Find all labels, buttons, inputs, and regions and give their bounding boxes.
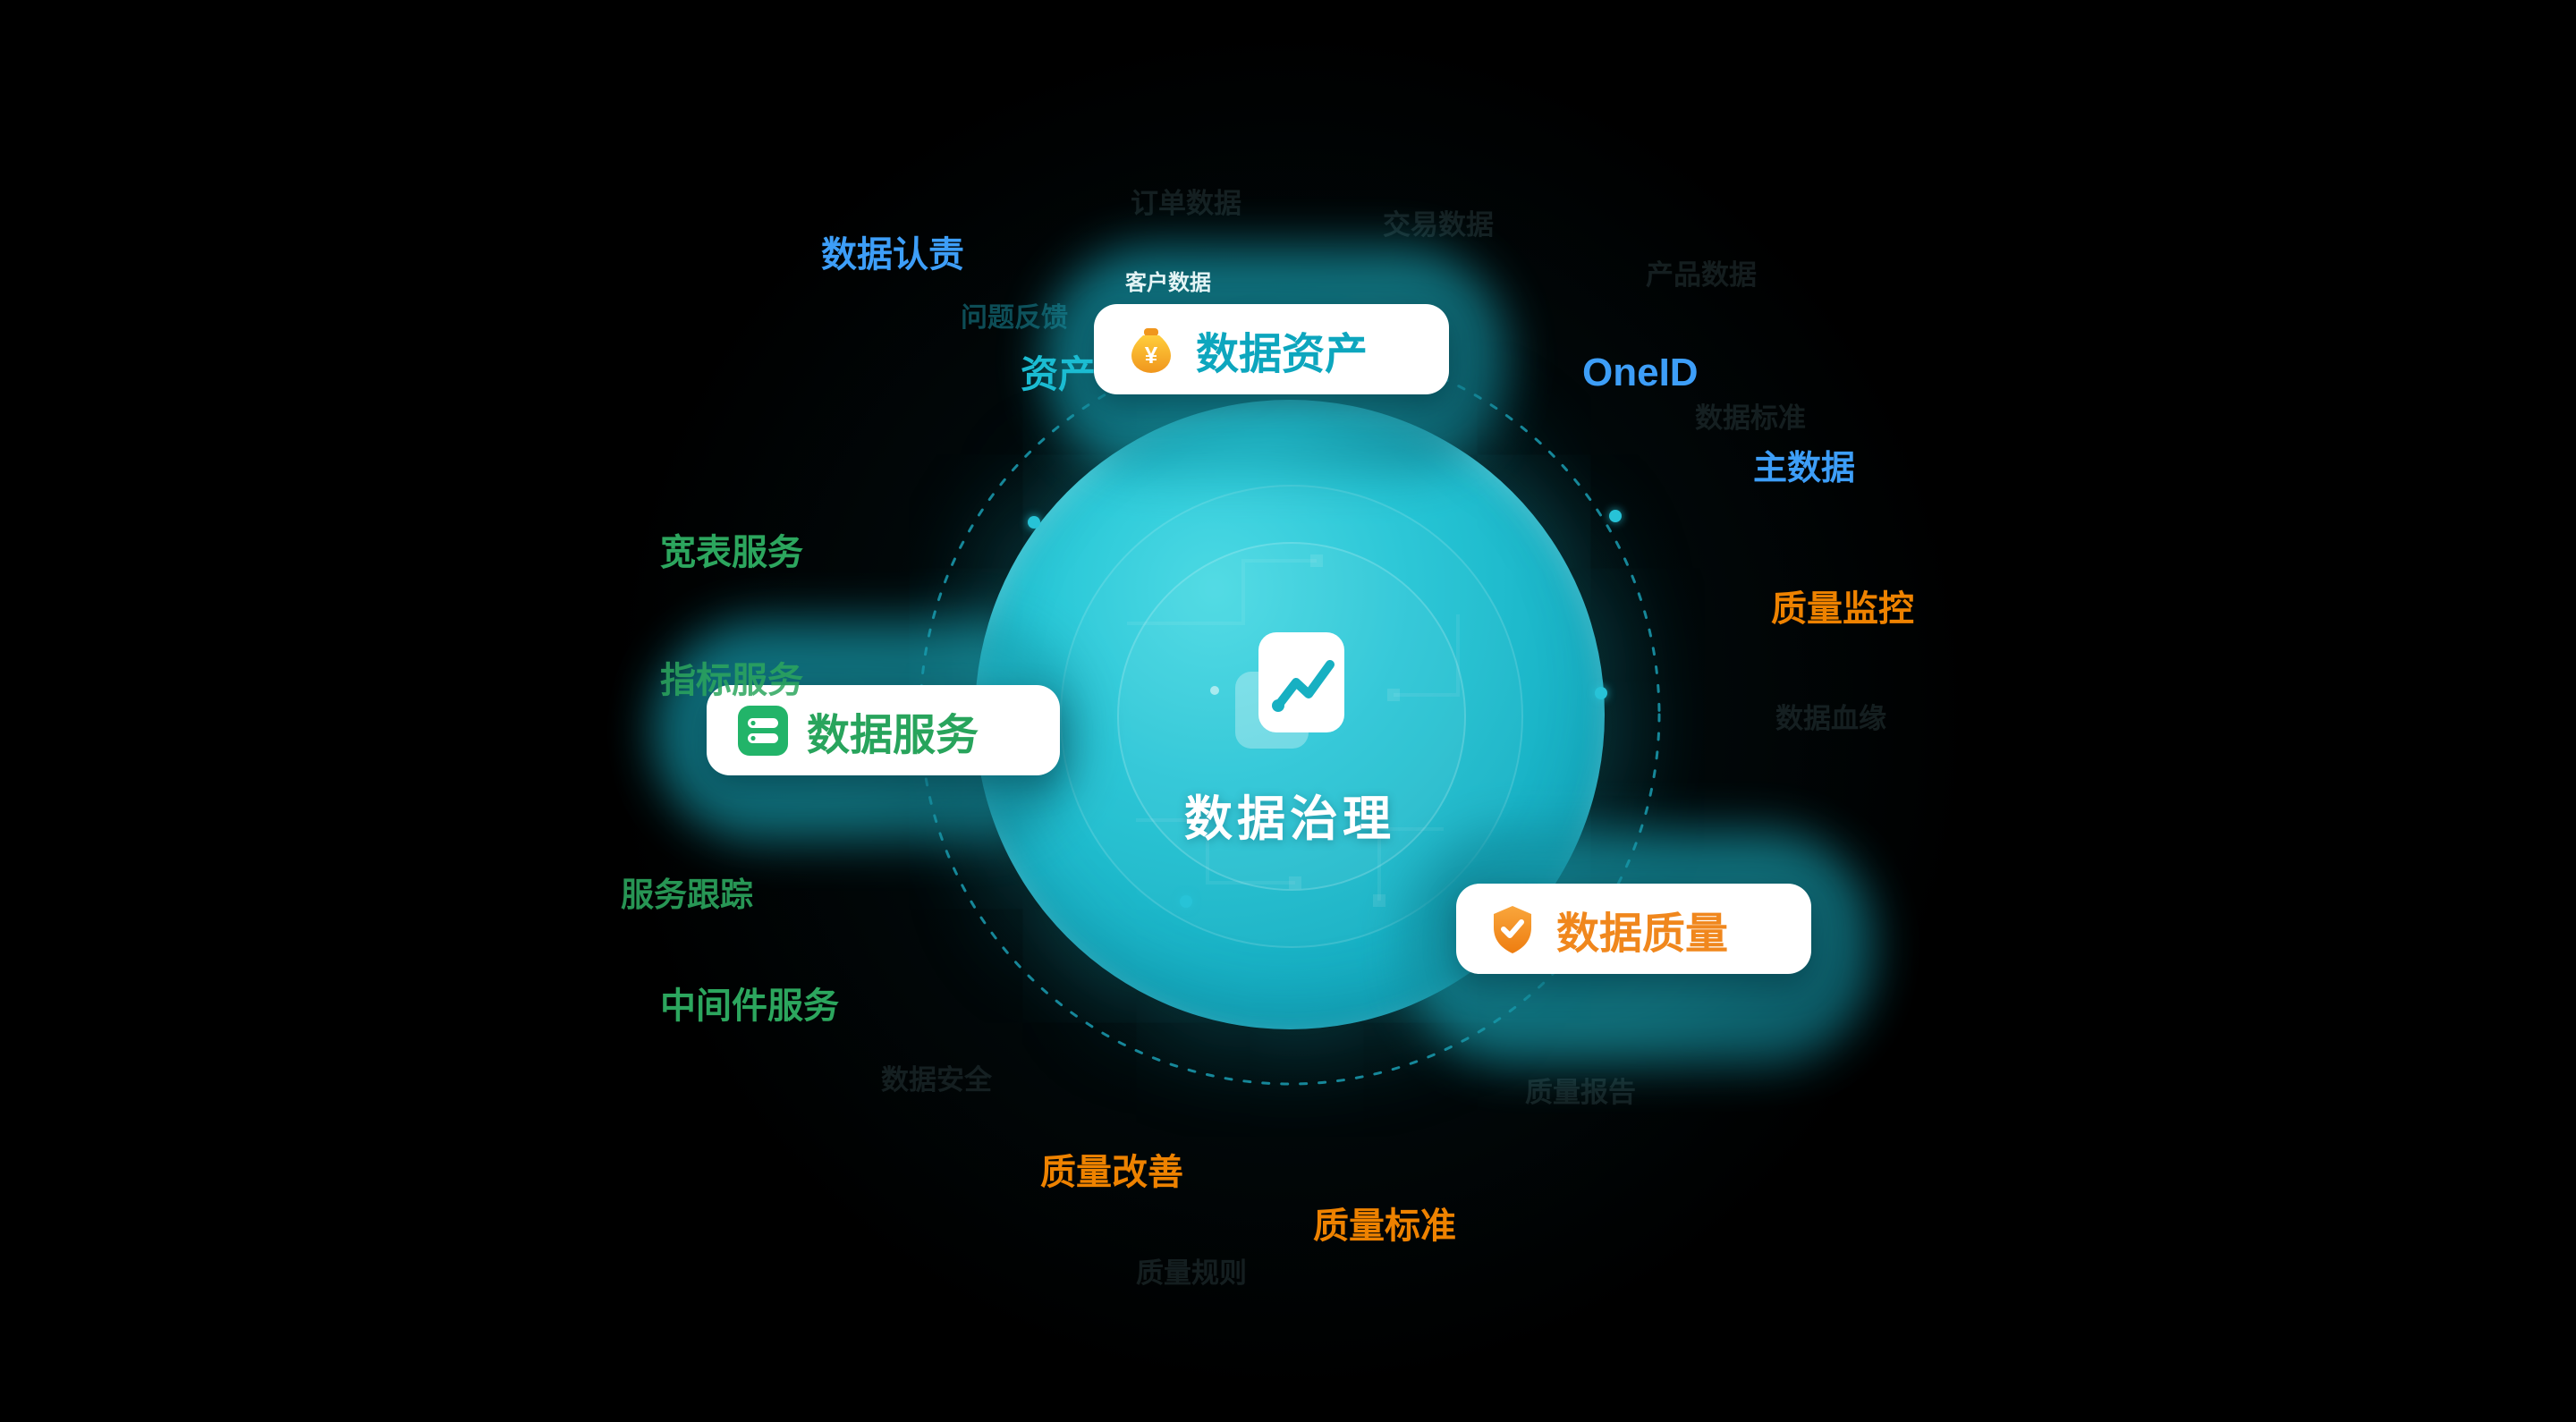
label-middleware-service: 中间件服务 (660, 986, 839, 1026)
faded-label-quality-report: 质量报告 (1525, 1077, 1636, 1108)
pill-data-asset[interactable]: ¥ 数据资产 (1094, 304, 1449, 394)
label-asset: 资产 (1021, 353, 1097, 395)
label-data-accountability: 数据认责 (821, 235, 964, 275)
pill-data-asset-label: 数据资产 (1196, 330, 1368, 378)
label-master-data: 主数据 (1753, 450, 1856, 487)
orbit-dot (1028, 516, 1040, 529)
label-customer-data: 客户数据 (1125, 271, 1211, 295)
faded-label-data-security: 数据安全 (881, 1064, 992, 1096)
pill-data-quality[interactable]: 数据质量 (1456, 884, 1811, 974)
faded-label-transaction-data: 交易数据 (1383, 209, 1494, 241)
pill-data-quality-label: 数据质量 (1556, 910, 1729, 958)
orbit-dot (1609, 510, 1622, 522)
money-bag-icon: ¥ (1124, 323, 1178, 377)
label-indicator-service: 指标服务 (660, 661, 803, 700)
label-oneid: OneID (1582, 351, 1699, 394)
orbit-dot (1595, 687, 1607, 699)
pill-data-service-label: 数据服务 (807, 711, 979, 759)
label-feedback: 问题反馈 (961, 303, 1068, 333)
yuan-symbol: ¥ (1145, 342, 1158, 368)
center-title: 数据治理 (1184, 792, 1395, 846)
server-stack-icon (737, 705, 789, 757)
faded-label-data-lineage: 数据血缘 (1775, 703, 1886, 734)
label-quality-improvement: 质量改善 (1040, 1153, 1183, 1192)
label-quality-monitoring: 质量监控 (1771, 589, 1914, 629)
shield-check-icon (1487, 903, 1538, 955)
pill-data-service[interactable]: 数据服务 (707, 685, 1060, 775)
faded-label-order-data: 订单数据 (1131, 188, 1241, 219)
label-quality-standard: 质量标准 (1313, 1206, 1456, 1246)
label-wide-table-service: 宽表服务 (660, 533, 803, 572)
faded-label-data-standard: 数据标准 (1695, 402, 1806, 434)
faded-label-quality-rule: 质量规则 (1136, 1257, 1247, 1289)
faded-label-product-data: 产品数据 (1646, 259, 1757, 291)
label-service-tracking: 服务跟踪 (621, 876, 753, 913)
orbit-dot (1180, 895, 1192, 908)
chart-document-icon (1223, 620, 1357, 767)
